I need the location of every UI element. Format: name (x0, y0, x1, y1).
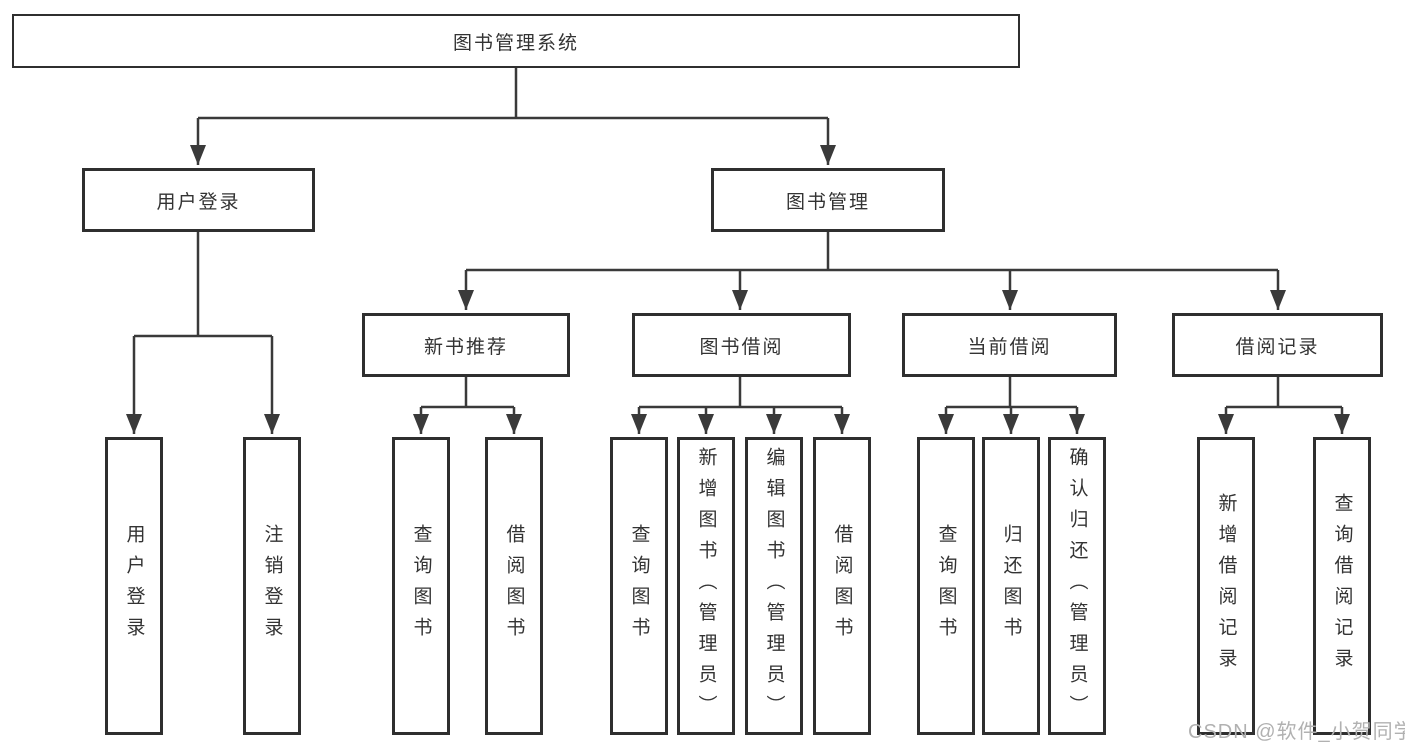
leaf-query-books-current-label: 查询图书 (935, 524, 957, 648)
leaf-query-books-current: 查询图书 (917, 437, 975, 735)
leaf-user-login-label: 用户登录 (123, 524, 145, 648)
node-current-borrowing-label: 当前借阅 (967, 336, 1052, 358)
leaf-add-borrow-record: 新增借阅记录 (1197, 437, 1255, 735)
leaf-edit-book-admin: 编辑图书（管理员） (745, 437, 803, 735)
leaf-confirm-return-admin: 确认归还（管理员） (1048, 437, 1106, 735)
node-new-book-recommend-label: 新书推荐 (423, 336, 508, 358)
leaf-add-borrow-record-label: 新增借阅记录 (1215, 493, 1237, 679)
leaf-query-borrow-record-label: 查询借阅记录 (1331, 493, 1353, 679)
node-borrow-records: 借阅记录 (1172, 313, 1383, 377)
node-borrow-records-label: 借阅记录 (1235, 336, 1320, 358)
connector-group (126, 68, 1350, 434)
node-new-book-recommend: 新书推荐 (362, 313, 570, 377)
node-current-borrowing: 当前借阅 (902, 313, 1117, 377)
node-book-management: 图书管理 (711, 168, 945, 232)
node-library-system: 图书管理系统 (12, 14, 1020, 68)
leaf-query-books-borrowing-label: 查询图书 (628, 524, 650, 648)
leaf-borrow-books-borrowing: 借阅图书 (813, 437, 871, 735)
leaf-query-borrow-record: 查询借阅记录 (1313, 437, 1371, 735)
node-book-borrowing-label: 图书借阅 (699, 336, 784, 358)
leaf-return-books-label: 归还图书 (1000, 524, 1022, 648)
leaf-borrow-books-recommend-label: 借阅图书 (503, 524, 525, 648)
leaf-confirm-return-admin-label: 确认归还（管理员） (1066, 446, 1088, 726)
leaf-query-books-recommend: 查询图书 (392, 437, 450, 735)
node-book-borrowing: 图书借阅 (632, 313, 851, 377)
leaf-borrow-books-recommend: 借阅图书 (485, 437, 543, 735)
leaf-borrow-books-borrowing-label: 借阅图书 (831, 524, 853, 648)
leaf-return-books: 归还图书 (982, 437, 1040, 735)
leaf-edit-book-admin-label: 编辑图书（管理员） (763, 446, 785, 726)
leaf-logout-login-label: 注销登录 (261, 524, 283, 648)
node-book-management-label: 图书管理 (785, 191, 870, 213)
node-library-system-label: 图书管理系统 (452, 32, 579, 54)
leaf-add-book-admin: 新增图书（管理员） (677, 437, 735, 735)
leaf-add-book-admin-label: 新增图书（管理员） (695, 446, 717, 726)
node-user-login-label: 用户登录 (156, 191, 241, 213)
csdn-watermark: CSDN @软件_小贺同学 (1188, 721, 1405, 743)
leaf-user-login: 用户登录 (105, 437, 163, 735)
node-user-login: 用户登录 (82, 168, 315, 232)
leaf-logout-login: 注销登录 (243, 437, 301, 735)
leaf-query-books-recommend-label: 查询图书 (410, 524, 432, 648)
leaf-query-books-borrowing: 查询图书 (610, 437, 668, 735)
